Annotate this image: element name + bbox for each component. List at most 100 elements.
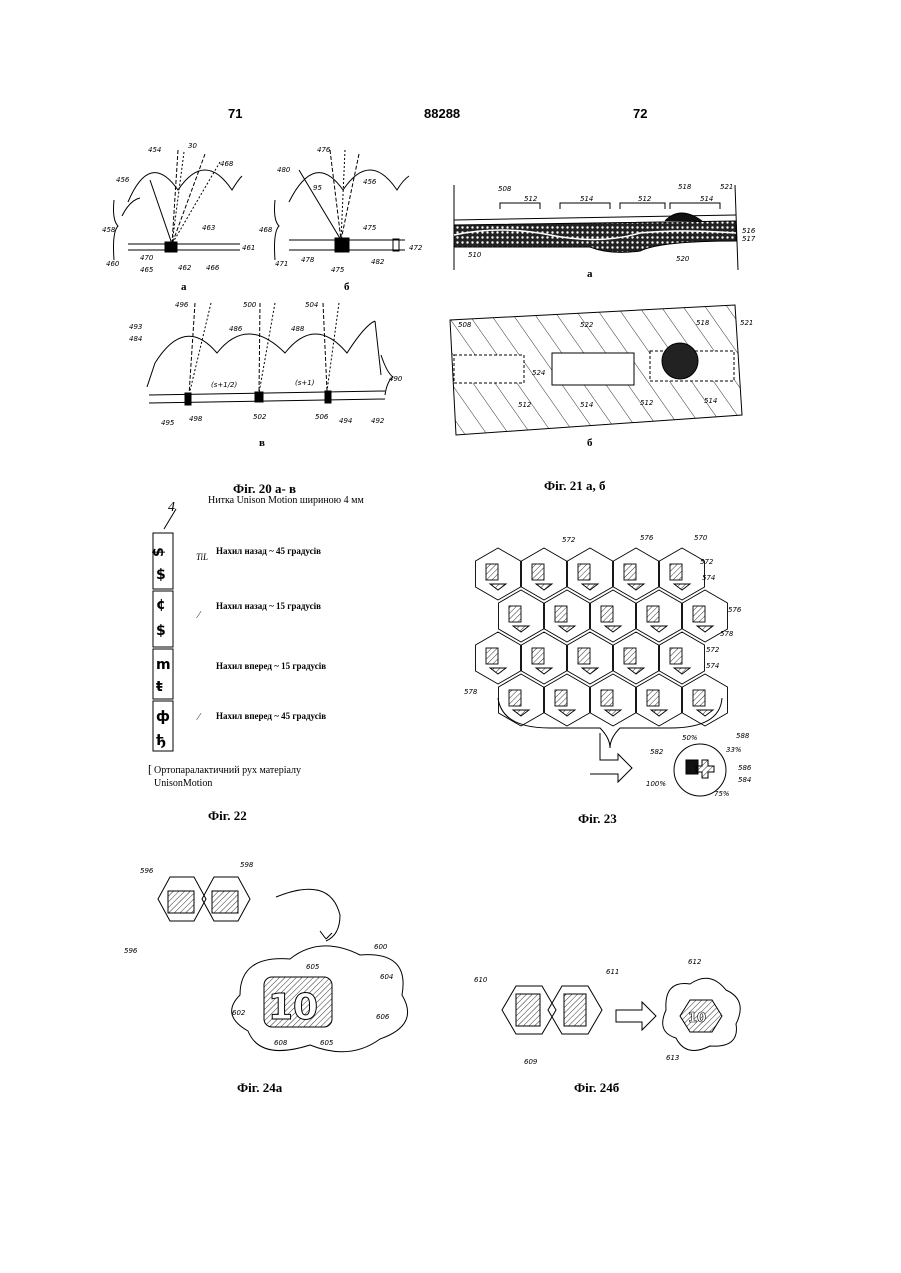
svg-text:ŧ: ŧ: [156, 679, 163, 695]
fig22-thread-label: Нитка Unison Motion шириною 4 мм: [208, 494, 364, 507]
fig23-hex-symbol: [647, 690, 659, 706]
fig20a-label: 466: [206, 264, 220, 272]
fig20a-label: 468: [220, 160, 234, 168]
fig24b-caption: Фіг. 24б: [574, 1080, 619, 1096]
fig23-percent: 50%: [682, 734, 698, 742]
fig24b-label: 611: [606, 968, 619, 976]
fig21a-label: 512: [638, 195, 652, 203]
fig23-hex-symbol: [624, 564, 636, 580]
fig24a-label: 598: [240, 861, 254, 869]
fig20a-label: 456: [116, 176, 130, 184]
fig20b-label: 472: [409, 244, 423, 252]
fig20c-label: 498: [189, 415, 203, 423]
fig20c-label: 500: [243, 301, 257, 309]
fig23-label: 576: [728, 606, 742, 614]
fig23-hex-triangle: [490, 668, 506, 674]
fig21b-label: 518: [696, 319, 710, 327]
fig23-percent: 33%: [726, 746, 742, 754]
fig23-hex-triangle: [559, 626, 575, 632]
fig23-hex-symbol: [693, 690, 705, 706]
fig20c-label: 494: [339, 417, 352, 425]
fig23-label: 586: [738, 764, 752, 772]
fig20c-label: 496: [175, 301, 189, 309]
fig21a-label: 508: [498, 185, 512, 193]
fig23-hex-triangle: [628, 584, 644, 590]
fig24b-label: 609: [524, 1058, 538, 1066]
fig22-caption: Фіг. 22: [208, 808, 247, 824]
fig20a-label: 462: [178, 264, 192, 272]
fig24a-label: 596: [140, 867, 154, 875]
fig24a-label: 605: [306, 963, 320, 971]
fig20a-label: 465: [140, 266, 154, 274]
fig21a-label: 514: [580, 195, 593, 203]
fig20c-label: 495: [161, 419, 175, 427]
fig21b-label: 512: [518, 401, 532, 409]
fig21a-label: 517: [742, 235, 756, 243]
fig23-label: 578: [720, 630, 734, 638]
svg-text:$: $: [156, 567, 166, 583]
fig20-sub-b: б: [344, 281, 350, 293]
fig23-percent: 100%: [646, 780, 666, 788]
fig23-caption: Фіг. 23: [578, 811, 617, 827]
fig21b-label: 514: [580, 401, 593, 409]
fig23-hex-symbol: [509, 606, 521, 622]
fig21a-label: 512: [524, 195, 538, 203]
fig24a-label: 605: [320, 1039, 334, 1047]
fig23-label: 572: [700, 558, 714, 566]
fig23-percent: 75%: [714, 790, 730, 798]
svg-text:$: $: [156, 623, 166, 639]
svg-text:$: $: [151, 547, 167, 557]
fig20c-label: 506: [315, 413, 329, 421]
fig21a-label: 514: [700, 195, 713, 203]
fig23-hex-triangle: [582, 584, 598, 590]
fig22-tilt-marker: TiL: [196, 552, 208, 562]
fig23-label: 588: [736, 732, 750, 740]
fig20b-drawing: 476 480 95 456 468 475 472 471 478 475 4…: [275, 140, 425, 280]
fig24a-drawing: 10 596 598 596 600 605 604 602 606 608 6…: [130, 855, 420, 1070]
fig23-hex-triangle: [490, 584, 506, 590]
fig23-label: 576: [640, 534, 654, 542]
fig23-label: 572: [562, 536, 576, 544]
svg-text:ф: ф: [156, 709, 170, 725]
fig20b-label: 471: [275, 260, 288, 268]
fig23-hex-symbol: [624, 648, 636, 664]
fig20a-label: 470: [140, 254, 154, 262]
patent-number: 88288: [424, 106, 460, 121]
fig23-hex-symbol: [486, 564, 498, 580]
fig21b-label: 512: [640, 399, 654, 407]
fig22-tilt-back-45: Нахил назад ~ 45 градусів: [216, 546, 321, 556]
fig20a-label: 454: [148, 146, 161, 154]
fig23-hex-triangle: [536, 668, 552, 674]
svg-text:¢: ¢: [156, 597, 166, 613]
fig20a-label: 463: [202, 224, 215, 232]
fig24b-label: 610: [474, 976, 488, 984]
fig21-caption: Фіг. 21 а, б: [544, 478, 605, 494]
fig23-hex-symbol: [555, 606, 567, 622]
fig23-label: 584: [738, 776, 751, 784]
fig21-sub-a: а: [587, 268, 593, 280]
fig23-hex-symbol: [647, 606, 659, 622]
fig23-hex-symbol: [578, 648, 590, 664]
fig23-hex-symbol: [670, 564, 682, 580]
fig20a-label: 30: [188, 142, 197, 150]
fig20b-label: 456: [363, 178, 377, 186]
fig22-tilt-fwd-45: Нахил вперед ~ 45 градусів: [216, 711, 326, 721]
fig23-hex-symbol: [670, 648, 682, 664]
fig24b-digits: 10: [688, 1011, 706, 1026]
fig22-ortho-line1: Ортопаралактичний рух матеріалу: [154, 764, 301, 777]
fig20c-label: 484: [129, 335, 142, 343]
fig22-tilt-back-15: Нахил назад ~ 15 градусів: [216, 601, 321, 611]
fig22-tilt-fwd-15: Нахил вперед ~ 15 градусів: [216, 661, 326, 671]
fig20-sub-a: а: [181, 281, 187, 293]
fig23-hex-triangle: [674, 668, 690, 674]
fig20c-label: 504: [305, 301, 318, 309]
fig20-sub-c: в: [259, 437, 265, 449]
fig20c-label: 493: [129, 323, 142, 331]
fig20a-label: 458: [102, 226, 116, 234]
fig23-hex-triangle: [628, 668, 644, 674]
fig21a-label: 521: [720, 183, 733, 191]
fig20c-label: (s+1): [295, 379, 315, 387]
fig23-hex-symbol: [486, 648, 498, 664]
fig24a-caption: Фіг. 24а: [237, 1080, 282, 1096]
fig24a-label: 604: [380, 973, 393, 981]
